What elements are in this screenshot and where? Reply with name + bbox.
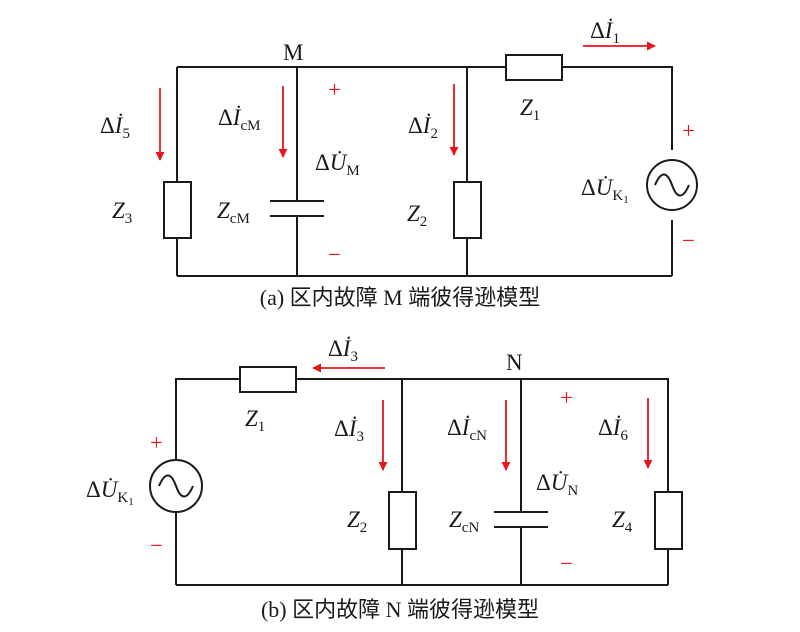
- label-a-i1: Δİ1: [590, 18, 620, 47]
- label-a-z2: Z2: [407, 201, 427, 230]
- labels-a: M Δİ1 Δİ5 ΔİcM Δİ2 ΔU̇M ΔU̇K1 Z1 Z3 ZcM …: [100, 18, 695, 310]
- label-b-z4: Z4: [612, 507, 633, 536]
- minus-a-source: −: [682, 228, 695, 253]
- wire-b-top-left: [175, 378, 240, 460]
- sine-a-icon: [654, 173, 690, 197]
- source-b-uk1: [149, 459, 203, 513]
- minus-a-um: −: [328, 242, 341, 267]
- label-a-icm: ΔİcM: [218, 105, 260, 134]
- label-b-uk1: ΔU̇K1: [86, 477, 134, 508]
- label-b-un: ΔU̇N: [536, 470, 578, 499]
- node-a-label: M: [283, 40, 303, 65]
- resistor-a-z1: [505, 54, 563, 81]
- resistor-a-z3: [163, 181, 192, 239]
- node-b-label: N: [506, 350, 523, 375]
- label-b-icn: ΔİcN: [447, 415, 487, 444]
- label-b-z2: Z2: [347, 507, 367, 536]
- label-b-z1: Z1: [245, 406, 265, 435]
- label-b-i3: Δİ3: [334, 416, 364, 445]
- source-a-uk1: [646, 159, 698, 211]
- resistor-b-z2: [388, 491, 417, 550]
- label-b-i6: Δİ6: [598, 415, 628, 444]
- circuit-b: [149, 366, 683, 586]
- label-b-i3-top: Δİ3: [328, 336, 358, 365]
- caption-b: (b) 区内故障 N 端彼得逊模型: [261, 597, 539, 622]
- minus-b-source: −: [150, 533, 163, 558]
- resistor-a-z2: [453, 181, 482, 239]
- minus-b-un: −: [560, 551, 573, 576]
- label-a-z1: Z1: [520, 95, 540, 124]
- sine-b-icon: [158, 474, 194, 498]
- label-a-i5: Δİ5: [100, 113, 130, 142]
- plus-b-source: +: [150, 430, 163, 455]
- arrows-a: [155, 41, 656, 161]
- wire-b-top-right: [296, 378, 669, 492]
- label-a-z3: Z3: [112, 198, 132, 227]
- wire-a-top-right: [562, 66, 673, 150]
- caption-a: (a) 区内故障 M 端彼得逊模型: [260, 285, 540, 310]
- label-a-uk1: ΔU̇K1: [581, 175, 629, 206]
- arrows-b: [312, 363, 653, 471]
- label-b-zcn: ZcN: [449, 507, 479, 536]
- label-a-i2: Δİ2: [408, 113, 438, 142]
- resistor-b-z4: [654, 491, 683, 550]
- resistor-b-z1: [239, 366, 297, 393]
- label-a-zcm: ZcM: [217, 198, 250, 227]
- circuit-a: [163, 54, 698, 277]
- label-a-um: ΔU̇M: [315, 150, 360, 179]
- labels-b: N Δİ3 Δİ3 ΔİcN Δİ6 ΔU̇N ΔU̇K1 Z1 Z2 ZcN …: [86, 336, 633, 622]
- plus-a-um: +: [328, 77, 341, 102]
- plus-a-source: +: [682, 118, 695, 143]
- plus-b-un: +: [560, 385, 573, 410]
